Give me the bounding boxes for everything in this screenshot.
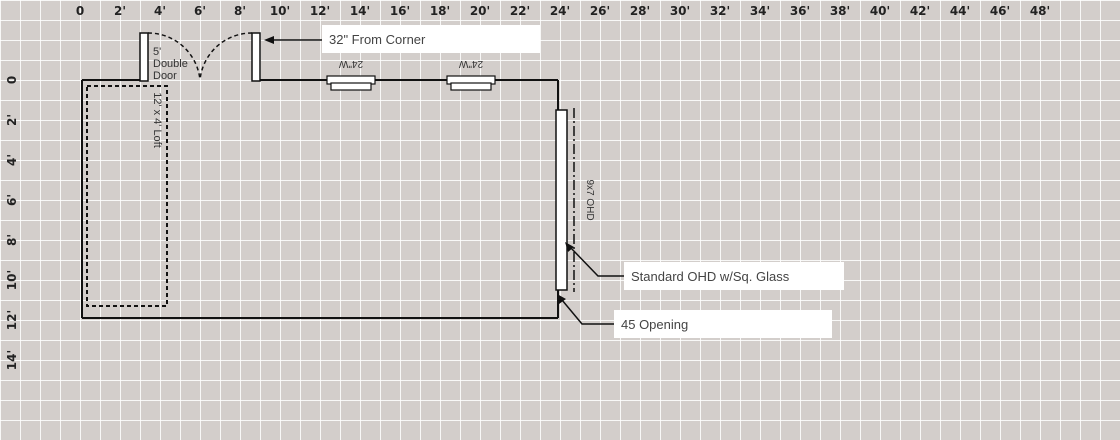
ruler-x-tick: 40' [869, 4, 891, 18]
ruler-x-tick: 10' [269, 4, 291, 18]
callout-opening[interactable]: 45 Opening [614, 310, 832, 338]
callout-arrows [264, 36, 626, 325]
callout-from-corner[interactable]: 32" From Corner [322, 25, 540, 53]
ruler-x-tick: 14' [349, 4, 371, 18]
window-1[interactable]: 24"W [326, 58, 376, 91]
ruler-x-tick: 34' [749, 4, 771, 18]
ruler-x-tick: 26' [589, 4, 611, 18]
loft-label: 12' x 4' Loft [151, 92, 163, 148]
double-door[interactable]: 5' Double Door [139, 32, 261, 82]
ohd-label: 9x7 OHD [584, 179, 595, 220]
ruler-x-tick: 38' [829, 4, 851, 18]
ruler-x-tick: 42' [909, 4, 931, 18]
callout-standard-ohd[interactable]: Standard OHD w/Sq. Glass [624, 262, 844, 290]
ruler-x-tick: 6' [193, 4, 207, 18]
ruler-x-tick: 28' [629, 4, 651, 18]
ruler-x-tick: 30' [669, 4, 691, 18]
double-door-label-1: 5' [153, 46, 161, 58]
ruler-x-tick: 18' [429, 4, 451, 18]
ruler-x-tick: 16' [389, 4, 411, 18]
loft[interactable]: 12' x 4' Loft [86, 85, 168, 307]
ruler-x-tick: 22' [509, 4, 531, 18]
door-swing-right [199, 32, 253, 81]
ruler-x-tick: 24' [549, 4, 571, 18]
window-2-label: 24"W [458, 58, 483, 69]
overhead-door[interactable]: 9x7 OHD [555, 108, 595, 292]
double-door-label-2: Double [153, 58, 188, 70]
ruler-x-tick: 46' [989, 4, 1011, 18]
ruler-x-tick: 44' [949, 4, 971, 18]
ruler-x-tick: 12' [309, 4, 331, 18]
ruler-x-tick: 2' [113, 4, 127, 18]
ruler-x-tick: 4' [153, 4, 167, 18]
door-leaf-right[interactable] [251, 32, 261, 82]
ruler-x-tick: 20' [469, 4, 491, 18]
ruler-x-tick: 48' [1029, 4, 1051, 18]
double-door-label-3: Door [153, 70, 177, 82]
door-leaf-left[interactable] [139, 32, 149, 82]
ruler-x-tick: 36' [789, 4, 811, 18]
ruler-x-tick: 8' [233, 4, 247, 18]
ruler-x-tick: 32' [709, 4, 731, 18]
door-swing-left [147, 32, 201, 81]
window-2[interactable]: 24"W [446, 58, 496, 91]
window-1-label: 24"W [338, 58, 363, 69]
ruler-x-tick: 0 [75, 4, 85, 18]
